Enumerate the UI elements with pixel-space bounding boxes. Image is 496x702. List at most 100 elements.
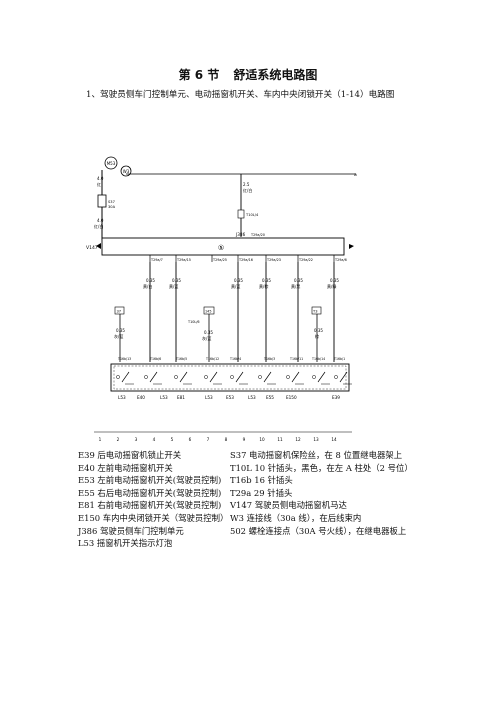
- signal-wire-color: 黄/黑: [291, 283, 300, 289]
- w3-circle: [120, 165, 132, 177]
- legend-entry: E39 后电动摇窗机锁止开关: [78, 450, 182, 460]
- legend-entry: E150 车内中央闭锁开关（驾驶员控制）: [78, 512, 229, 523]
- left-branch-box: [114, 306, 125, 315]
- switch-contact-icon: [235, 371, 244, 383]
- legend-entry: E53 左前电动摇窗机开关(驾驶员控制): [78, 475, 222, 486]
- switch-component-label: L53: [118, 395, 126, 400]
- grid-number: 7: [207, 437, 210, 442]
- legend-entry: T29a 29 针插头: [230, 487, 293, 498]
- signal-wires: 0.35黄/白0.35黄/蓝0.35黄/蓝0.35黄/棕0.35黄/黑0.35黄…: [143, 262, 339, 362]
- motor-arrow-icon: [96, 243, 101, 249]
- grid-number: 6: [189, 437, 192, 442]
- signal-wire-size: 0.35: [234, 278, 243, 283]
- switch-component-label: E81: [177, 395, 185, 400]
- module-pin-label: T29a/15: [176, 258, 191, 262]
- section-title: 舒适系统电路图: [233, 68, 318, 82]
- circuit-diagram: a M53 W3 4.0 红 S37 30A 4.0 红/白 2.5 红/白 T…: [86, 156, 357, 442]
- mid-wire-size: 2.5: [243, 182, 250, 187]
- mid-branch-box-label: 145: [205, 310, 211, 314]
- left-branch-size: 0.35: [116, 328, 125, 333]
- switches: [116, 371, 352, 385]
- module-pin-label: T29a/22: [298, 258, 313, 262]
- legend-entry: T16b 16 针插头: [230, 475, 293, 486]
- grid-number: 8: [225, 437, 228, 442]
- legend-entry: E81 右前电动摇窗机开关(驾驶员控制): [78, 500, 222, 511]
- fuse-wire-color-bottom: 红/白: [94, 223, 103, 229]
- grid-number: 2: [117, 437, 120, 442]
- legend-entry: W3 连接线（30a 线），在后线束内: [230, 512, 362, 523]
- legend-entry: L53 摇窗机开关指示灯泡: [78, 538, 173, 549]
- signal-wire-color: 黄/蓝: [169, 283, 178, 289]
- switch-pin-label: T16b/1: [333, 357, 345, 361]
- mid-connector-label: T10L/4: [245, 213, 259, 217]
- right-branch-box-label: T3: [312, 310, 317, 314]
- signal-wire-color: 黄/白: [143, 283, 152, 289]
- fuse-label: S37: [108, 200, 115, 204]
- signal-wire-color: 黄/绿: [327, 283, 336, 289]
- switch-lamp-icon: [144, 375, 148, 379]
- switch-component-label: E55: [266, 395, 274, 400]
- switch-contact-icon: [179, 371, 188, 383]
- fuse-wire-size-bottom: 4.0: [97, 218, 104, 223]
- switch-panel-inner: [113, 365, 347, 390]
- signal-wire-color: 黄/棕: [259, 283, 268, 289]
- switch-lamp-icon: [258, 375, 262, 379]
- switch-pin-label: T16b/11: [289, 357, 303, 361]
- fuse-amperage: 30A: [108, 205, 116, 209]
- fuse-wire-color-top: 红: [97, 181, 101, 187]
- mid-connector-symbol: [237, 209, 245, 219]
- switch-pin-label: T16b/3: [263, 357, 275, 361]
- signal-wire-size: 0.35: [262, 278, 271, 283]
- door-control-unit: [101, 237, 345, 256]
- legend-entry: T10L 10 针插头，黑色，在左 A 柱处（2 号位）: [230, 462, 413, 473]
- switch-lamp-icon: [204, 375, 208, 379]
- signal-wire-size: 0.35: [146, 278, 155, 283]
- switch-component-label: L53: [160, 395, 168, 400]
- grid-number: 4: [153, 437, 156, 442]
- switch-component-label: E150: [286, 395, 297, 400]
- page-title: 第 6 节舒适系统电路图: [0, 66, 496, 83]
- switch-contact-icon: [339, 371, 348, 383]
- switch-lamp-icon: [174, 375, 178, 379]
- signal-wire-size: 0.35: [294, 278, 303, 283]
- legend-entry: S37 电动摇窗机保险丝，在 8 位置继电器架上: [230, 450, 403, 460]
- signal-wire-size: 0.35: [330, 278, 339, 283]
- w3-label: W3: [123, 169, 130, 174]
- switch-lamp-icon: [334, 375, 338, 379]
- grid-number: 12: [295, 437, 301, 442]
- module-pin-label: T29a/23: [266, 258, 281, 262]
- module-name: J386: [235, 232, 246, 237]
- right-branch-size: 0.35: [314, 328, 323, 333]
- switch-component-label: E39: [332, 395, 340, 400]
- switch-component-label: L53: [205, 395, 213, 400]
- switch-pin-label: T16b/6: [149, 357, 161, 361]
- switch-contact-icon: [209, 371, 218, 383]
- switch-contact-icon: [121, 371, 130, 383]
- grid-number: 3: [135, 437, 138, 442]
- switch-pin-label: T16b/5: [175, 357, 187, 361]
- legend-entry: V147 驾驶员侧电动摇窗机马达: [230, 500, 347, 511]
- switch-contact-icon: [291, 371, 300, 383]
- legend-entry: 502 螺栓连接点（30A 号火线），在继电器板上: [230, 525, 407, 536]
- m53-circle: [104, 156, 118, 170]
- switch-panel: [110, 363, 350, 392]
- module-pin-label: T29a/25: [212, 258, 227, 262]
- switch-pin-label: T16b/14: [311, 357, 325, 361]
- switch-contact-icon: [317, 371, 326, 383]
- motor-label: V147: [86, 245, 98, 251]
- signal-wire-color: 黄/蓝: [231, 283, 240, 289]
- legend-entry: J386 驾驶员侧车门控制单元: [78, 525, 184, 536]
- right-branch-box: [311, 306, 322, 315]
- legend-entry: E55 右后电动摇窗机开关(驾驶员控制): [78, 487, 222, 498]
- module-pin-label: T29a/16: [238, 258, 253, 262]
- legend-right: S37 电动摇窗机保险丝，在 8 位置继电器架上 T10L 10 针插头，黑色，在…: [230, 449, 430, 537]
- grid-number: 10: [259, 437, 265, 442]
- diagram-caption: 1、驾驶员侧车门控制单元、电动摇窗机开关、车内中央闭锁开关（1-14）电路图: [86, 90, 395, 100]
- mid-branch-connector: T10L/6: [187, 320, 200, 324]
- switch-component-label: L53: [248, 395, 256, 400]
- mid-wire-color: 红/白: [243, 187, 252, 193]
